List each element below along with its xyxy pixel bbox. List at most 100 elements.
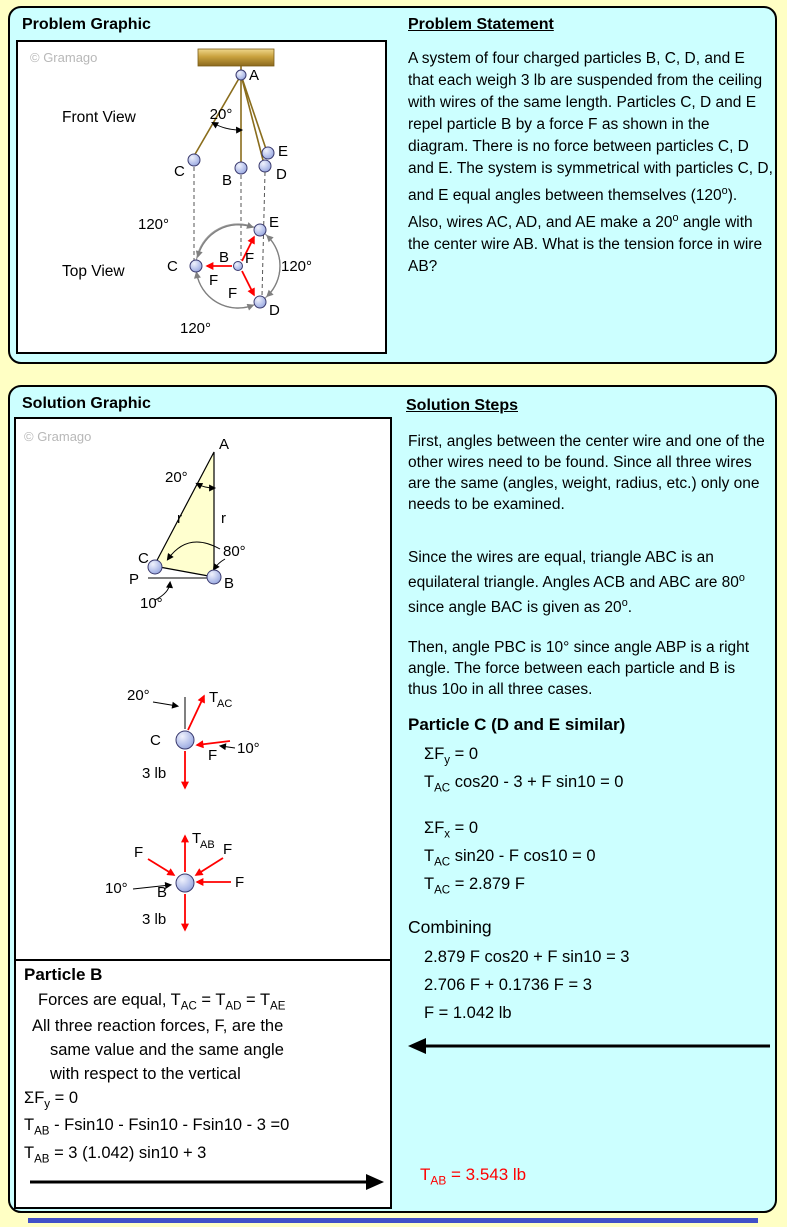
label-120-right: 120°	[281, 258, 312, 275]
solution-steps-column: Solution Steps First, angles between the…	[402, 395, 776, 1207]
label-weight: 3 lb	[142, 765, 166, 782]
label-a: A	[249, 67, 259, 84]
eq-sum-fx: ΣFx = 0	[424, 819, 479, 841]
label-angle-20: 20°	[127, 687, 150, 704]
label-weight: 3 lb	[142, 911, 166, 928]
particle-e-front	[261, 146, 275, 160]
label-t: T	[192, 830, 201, 847]
top-view-label: Top View	[62, 263, 125, 280]
front-view-label: Front View	[62, 109, 137, 126]
eq-comb3: F = 1.042 lb	[424, 1004, 512, 1022]
particle-b-line2: All three reaction forces, F, are the	[32, 1017, 284, 1035]
label-angle-20: 20°	[165, 469, 188, 486]
label-f-c: F	[209, 272, 218, 289]
label-d-top: D	[269, 302, 280, 319]
force-arrow-e	[241, 235, 255, 262]
particle-c-top	[189, 259, 203, 273]
particle-b-fbd	[175, 873, 195, 893]
label-f-upleft: F	[134, 844, 143, 861]
label-c: C	[138, 550, 149, 567]
force-f-arrow	[195, 740, 231, 749]
arc-120-top	[195, 222, 254, 259]
solution-graphic-box: © Gramago A 20° r r 80° C P B 10° T AC 2	[14, 417, 392, 1209]
label-b-front: B	[222, 172, 232, 189]
angle-20-arc	[211, 121, 244, 134]
angle-80-arrow-c	[166, 541, 221, 561]
label-d-front: D	[276, 166, 287, 183]
particle-a	[235, 69, 247, 81]
angle-10-arrow	[154, 580, 173, 601]
particle-c-heading: Particle C (D and E similar)	[408, 715, 626, 734]
label-f: F	[208, 747, 217, 764]
label-a: A	[219, 436, 229, 453]
angle-20-arc	[195, 482, 217, 492]
particle-e-top	[253, 223, 267, 237]
angle-20-pointer	[152, 701, 180, 709]
particle-b-top	[233, 261, 243, 271]
particle-b-eq1: TAB - Fsin10 - Fsin10 - Fsin10 - 3 =0	[24, 1116, 290, 1138]
steps-paragraph-1: First, angles between the center wire an…	[408, 433, 765, 513]
label-angle-20: 20°	[210, 106, 233, 123]
particle-b-triangle	[206, 569, 222, 585]
particle-d-front	[258, 159, 272, 173]
label-t-sub-ab: AB	[200, 839, 215, 851]
arrow-head-right	[366, 1174, 384, 1190]
solution-graphic-title: Solution Graphic	[22, 395, 151, 412]
watermark-text: © Gramago	[24, 429, 91, 444]
solution-steps-title: Solution Steps	[406, 397, 518, 414]
steps-paragraph-3: Then, angle PBC is 10° since angle ABP i…	[408, 639, 750, 698]
particle-c-fbd	[175, 730, 195, 750]
label-c-front: C	[174, 163, 185, 180]
particle-b-arrow	[30, 1174, 384, 1190]
label-e-front: E	[278, 143, 288, 160]
label-f-upright: F	[223, 841, 232, 858]
label-b-top: B	[219, 249, 229, 266]
footer-bar	[28, 1218, 758, 1223]
label-p: P	[129, 571, 139, 588]
eq-sum-fy: ΣFy = 0	[424, 745, 479, 767]
eq-comb2: 2.706 F + 0.1736 F = 3	[424, 976, 592, 994]
arc-120-right	[266, 234, 281, 298]
label-angle-10: 10°	[140, 595, 163, 612]
angle-10-pointer	[218, 743, 236, 751]
particle-b-line3: same value and the same angle	[50, 1041, 284, 1059]
particle-c-front	[187, 153, 201, 167]
solution-graphic-svg: © Gramago A 20° r r 80° C P B 10° T AC 2	[24, 429, 260, 932]
label-120-bottom: 120°	[180, 320, 211, 337]
watermark-text: © Gramago	[30, 50, 97, 65]
label-f-d: F	[228, 285, 237, 302]
label-e-top: E	[269, 214, 279, 231]
problem-panel: Problem Graphic © Gramago A 20° Front Vi…	[8, 6, 777, 364]
force-arrow-d	[241, 270, 255, 297]
label-r-right: r	[221, 510, 226, 527]
force-f-arrow-upleft	[147, 858, 176, 876]
final-result: TAB = 3.543 lb	[420, 1165, 527, 1188]
combining-label: Combining	[408, 917, 492, 937]
arc-120-bottom	[194, 271, 255, 311]
particle-b-line1: Forces are equal, TAC = TAD = TAE	[38, 991, 286, 1013]
particle-c-triangle	[147, 559, 163, 575]
eq-fy: TAC cos20 - 3 + F sin10 = 0	[424, 773, 624, 795]
particle-b-eq2: TAB = 3 (1.042) sin10 + 3	[24, 1144, 207, 1166]
particle-b-eq-sum: ΣFy = 0	[24, 1089, 79, 1111]
angle-10-pointer	[132, 882, 173, 890]
eq-comb1: 2.879 F cos20 + F sin10 = 3	[424, 948, 630, 966]
particle-b-heading: Particle B	[24, 965, 103, 984]
label-t: T	[209, 689, 218, 706]
wire-ad	[240, 74, 265, 165]
label-angle-80: 80°	[223, 543, 246, 560]
arrow-head-left	[408, 1038, 426, 1054]
eq-tac: TAC = 2.879 F	[424, 875, 525, 897]
label-f-e: F	[245, 250, 254, 267]
label-c-top: C	[167, 258, 178, 275]
label-f-right: F	[235, 874, 244, 891]
problem-statement-title: Problem Statement	[408, 16, 554, 33]
label-angle-10: 10°	[237, 740, 260, 757]
problem-graphic-box: © Gramago A 20° Front View C B E D	[16, 40, 387, 354]
particle-b-front	[234, 161, 248, 175]
ceiling	[197, 48, 275, 67]
wire-ae	[240, 74, 268, 153]
label-c: C	[150, 732, 161, 749]
label-t-sub-ac: AC	[217, 698, 232, 710]
label-b: B	[157, 884, 167, 901]
